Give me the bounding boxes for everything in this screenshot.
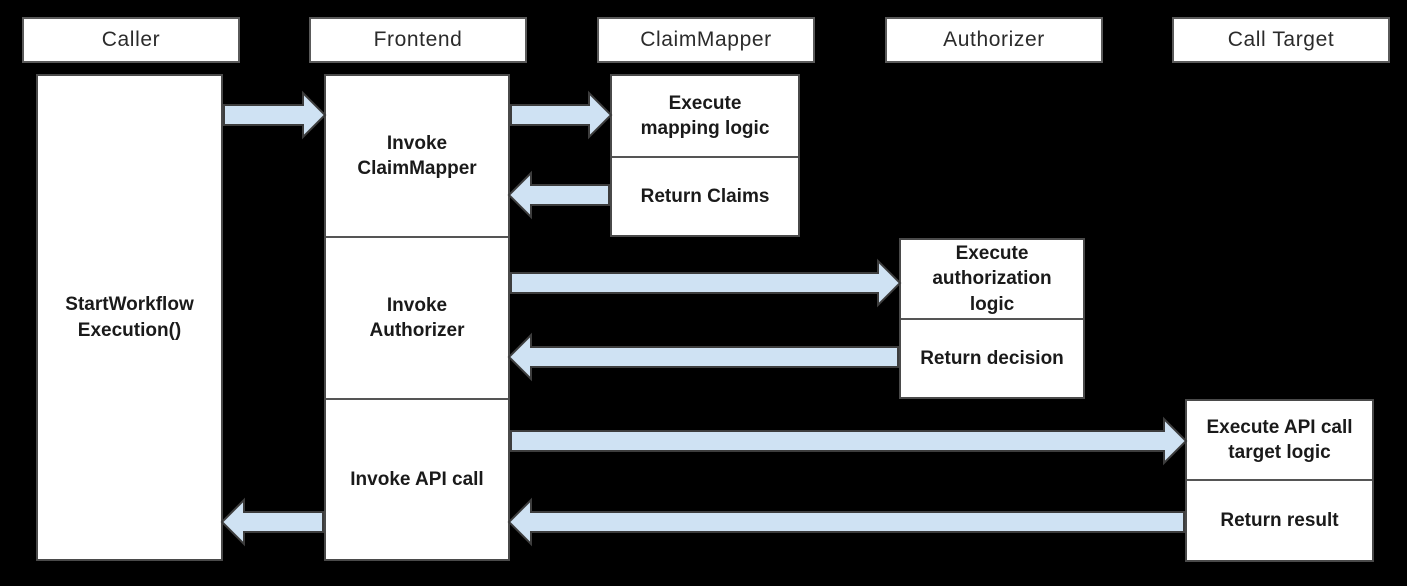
arrow-caller-to-frontend: [223, 90, 327, 140]
lane-header-authorizer: Authorizer: [885, 17, 1103, 63]
arrow-frontend-to-authorizer: [510, 258, 902, 308]
caller-activation-box: StartWorkflow Execution(): [36, 74, 223, 561]
task-label-line: Return result: [1220, 509, 1339, 531]
arrow-claimmapper-return-to-frontend: [507, 170, 610, 220]
authorizer-activation-box: Execute authorization logic Return decis…: [899, 238, 1085, 399]
arrow-authorizer-return-to-frontend: [507, 332, 899, 382]
task-label-line: Authorizer: [369, 320, 465, 341]
task-label-line: Execution(): [77, 319, 182, 341]
task-return-claims: Return Claims: [612, 156, 798, 235]
task-execute-mapping-logic: Execute mapping logic: [612, 76, 798, 156]
task-execute-authorization-logic: Execute authorization logic: [901, 240, 1083, 318]
arrow-frontend-to-claimmapper: [510, 90, 613, 140]
claimmapper-activation-box: Execute mapping logic Return Claims: [610, 74, 800, 237]
calltarget-activation-box: Execute API call target logic Return res…: [1185, 399, 1374, 562]
task-invoke-api-call: Invoke API call: [326, 398, 508, 559]
task-label-line: authorization: [932, 268, 1052, 290]
task-return-result: Return result: [1187, 479, 1372, 560]
task-label-line: Return Claims: [640, 185, 770, 207]
task-label-line: Invoke: [386, 132, 448, 154]
task-label-line: Return decision: [920, 347, 1064, 369]
arrow-calltarget-return-to-frontend: [507, 497, 1185, 547]
task-label-line: logic: [969, 293, 1015, 315]
task-label-line: Execute API call: [1206, 416, 1353, 438]
task-label-line: StartWorkflow: [65, 294, 194, 316]
arrow-frontend-return-to-caller: [220, 497, 324, 547]
frontend-activation-box: Invoke ClaimMapper Invoke Authorizer Inv…: [324, 74, 510, 561]
task-label-line: target logic: [1228, 442, 1331, 463]
task-return-decision: Return decision: [901, 318, 1083, 397]
arrow-frontend-to-calltarget: [510, 416, 1188, 466]
task-label-line: ClaimMapper: [357, 158, 477, 179]
task-label-line: Invoke API call: [350, 468, 484, 490]
lane-header-calltarget: Call Target: [1172, 17, 1390, 63]
lane-header-frontend: Frontend: [309, 17, 527, 63]
task-execute-api-call-target-logic: Execute API call target logic: [1187, 401, 1372, 479]
task-label-line: Execute: [668, 92, 742, 114]
task-label-line: mapping logic: [640, 118, 770, 139]
lane-header-caller: Caller: [22, 17, 240, 63]
task-label-line: Execute: [955, 243, 1029, 265]
lane-header-claimmapper: ClaimMapper: [597, 17, 815, 63]
task-startworkflowexecution: StartWorkflow Execution(): [38, 76, 221, 559]
task-invoke-authorizer: Invoke Authorizer: [326, 236, 508, 398]
task-invoke-claimmapper: Invoke ClaimMapper: [326, 76, 508, 236]
task-label-line: Invoke: [386, 294, 448, 316]
